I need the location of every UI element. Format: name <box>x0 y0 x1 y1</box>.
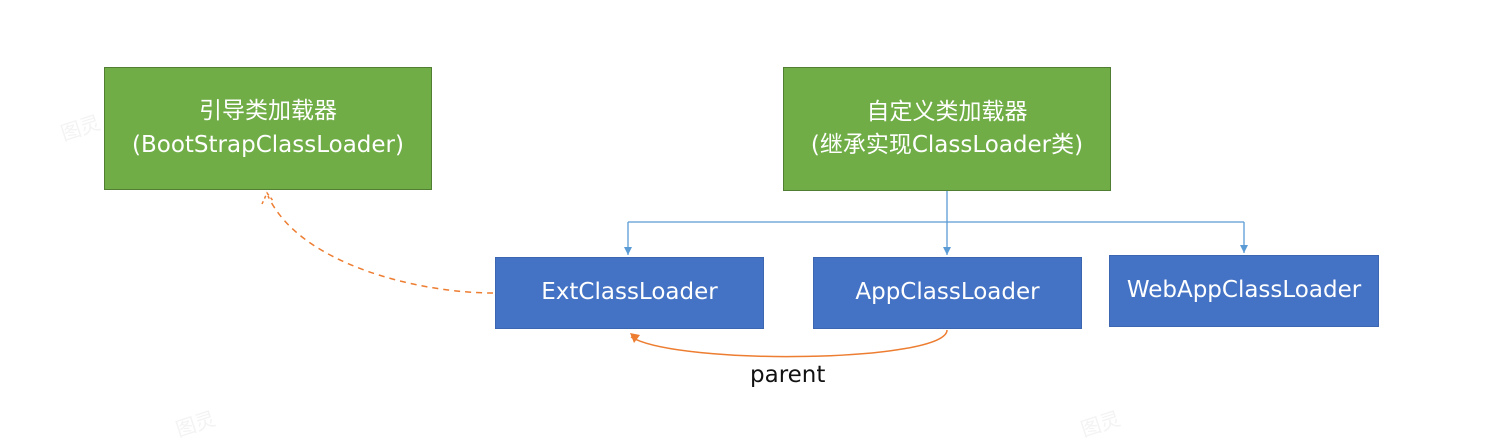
webapp-label: WebAppClassLoader <box>1126 277 1362 304</box>
custom-title: 自定义类加载器 <box>866 98 1028 125</box>
bootstrap-title: 引导类加载器 <box>199 98 337 125</box>
bootstrap-subtitle: (BootStrapClassLoader) <box>132 131 404 158</box>
connector-layer <box>261 191 1248 358</box>
ext-label: ExtClassLoader <box>541 279 718 306</box>
custom-to-children-connector <box>624 191 1248 255</box>
webapp-class-loader-box: WebAppClassLoader <box>1109 255 1379 327</box>
parent-edge-label: parent <box>750 362 826 388</box>
ext-to-bootstrap-arrow <box>261 191 494 294</box>
app-class-loader-box: AppClassLoader <box>813 257 1082 329</box>
custom-class-loader-box: 自定义类加载器 (继承实现ClassLoader类) <box>783 67 1111 191</box>
app-to-ext-parent-arrow <box>630 329 948 358</box>
ext-class-loader-box: ExtClassLoader <box>495 257 764 329</box>
custom-subtitle: (继承实现ClassLoader类) <box>810 132 1084 158</box>
app-label: AppClassLoader <box>855 279 1040 306</box>
class-loader-diagram: 引导类加载器 (BootStrapClassLoader) 自定义类加载器 (继… <box>58 67 1379 442</box>
bootstrap-class-loader-box: 引导类加载器 (BootStrapClassLoader) <box>104 67 432 190</box>
parent-arrowhead <box>630 333 640 343</box>
